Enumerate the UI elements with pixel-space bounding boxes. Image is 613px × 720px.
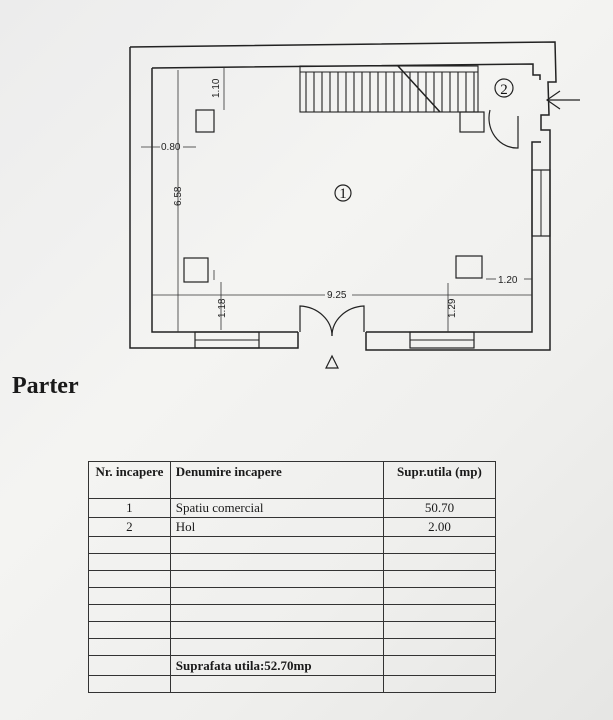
dim-top-offset: 1.10: [211, 78, 222, 98]
header-area: Supr.utila (mp): [382, 461, 497, 499]
floor-label: Parter: [12, 373, 79, 399]
dim-right: 1.20: [498, 275, 518, 286]
table-row: 2 Hol 2.00: [88, 517, 497, 537]
entrance-marker: [325, 354, 339, 369]
hall-door: [488, 109, 519, 149]
room-1-marker: 1: [339, 186, 347, 202]
row-nr: 2: [88, 517, 171, 537]
column: [459, 111, 485, 133]
room-2-marker: 2: [500, 82, 508, 98]
column: [183, 257, 209, 283]
table-row-empty: [88, 675, 497, 693]
column: [455, 255, 483, 279]
dim-width: 9.25: [327, 290, 347, 301]
column: [195, 109, 215, 133]
dim-wall-thickness: 0.80: [161, 142, 181, 153]
table-row-empty: [88, 570, 497, 588]
room-2-marker-circle: [494, 78, 514, 98]
table-row: 1 Spatiu comercial 50.70: [88, 498, 497, 518]
row-name: Hol: [169, 517, 384, 537]
table-total-row: Suprafata utila:52.70mp: [88, 655, 497, 676]
total-area: Suprafata utila:52.70mp: [169, 655, 384, 676]
row-area: 50.70: [382, 498, 497, 518]
dim-height: 6.58: [173, 186, 184, 206]
table-row-empty: [88, 536, 497, 554]
row-nr: 1: [88, 498, 171, 518]
table-row-empty: [88, 604, 497, 622]
header-name: Denumire incapere: [169, 461, 384, 499]
room-table: Nr. incapere Denumire incapere Supr.util…: [88, 461, 497, 693]
row-area: 2.00: [382, 517, 497, 537]
floor-plan: 1 2 0.80 1.10 6.58 1.18 9.25 1.29 1.20: [129, 41, 580, 369]
table-row-empty: [88, 587, 497, 605]
staircase: [299, 65, 479, 113]
room-1-marker-circle: [334, 184, 352, 202]
table-row-empty: [88, 638, 497, 656]
table-row-empty: [88, 621, 497, 639]
table-row-empty: [88, 553, 497, 571]
header-nr: Nr. incapere: [88, 461, 171, 499]
dim-bottom-left: 1.18: [217, 298, 228, 318]
main-door: [299, 305, 365, 337]
entrance-arrow: [545, 90, 580, 110]
dim-bottom-right: 1.29: [447, 298, 458, 318]
row-name: Spatiu comercial: [169, 498, 384, 518]
